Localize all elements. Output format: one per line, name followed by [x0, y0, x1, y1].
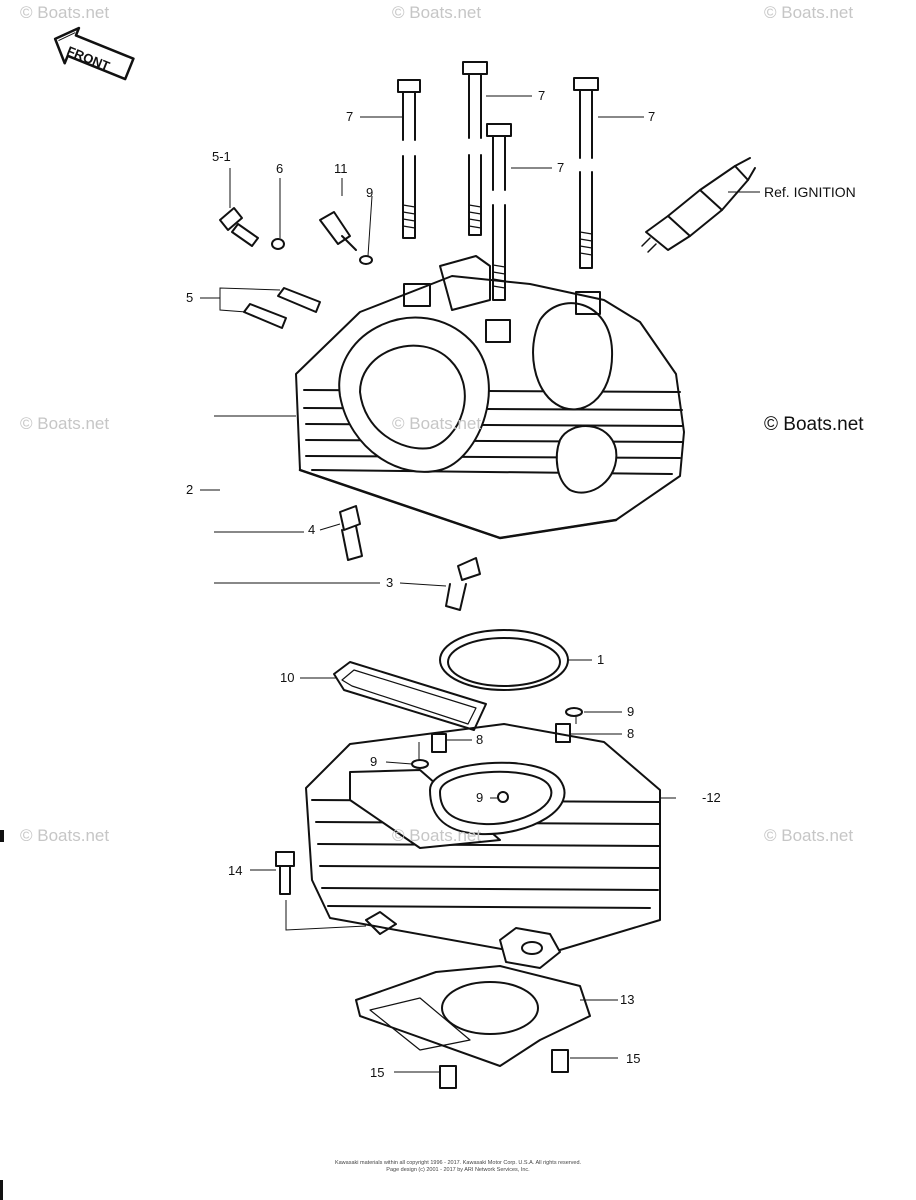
- head-bolt-icon: [573, 77, 599, 269]
- watermark: © Boats.net: [764, 3, 854, 22]
- callout-4: 4: [308, 522, 316, 537]
- callout-8: 8: [627, 726, 635, 741]
- o-ring-icon: [497, 791, 509, 803]
- head-bolt-icon: [486, 123, 512, 301]
- callout-15: 15: [626, 1051, 641, 1066]
- callout-9: 9: [370, 754, 378, 769]
- o-ring-icon: [359, 255, 373, 265]
- o-ring-icon: [411, 759, 429, 769]
- front-arrow-icon: [53, 26, 135, 81]
- leader-lines: [200, 95, 760, 1073]
- dowel-pin-icon: [551, 1049, 569, 1073]
- ref-ignition-label: Ref. IGNITION: [764, 184, 856, 200]
- footer-copyright: Kawasaki materials within all copyright …: [334, 1160, 582, 1166]
- stud-icon: [243, 287, 321, 329]
- gasket-ring-icon: [439, 629, 569, 691]
- callout-7: 7: [346, 109, 354, 124]
- callout-11: 11: [334, 161, 348, 176]
- watermark-dark: © Boats.net: [764, 414, 864, 435]
- watermark: © Boats.net: [20, 414, 110, 433]
- footer-design: Page design (c) 2001 - 2017 by ARI Netwo…: [386, 1167, 530, 1173]
- watermark: © Boats.net: [392, 826, 482, 845]
- gasket-icon: [333, 661, 487, 731]
- head-bolt-icon: [397, 79, 421, 239]
- scan-mark: [0, 1180, 3, 1200]
- callout-9: 9: [366, 185, 374, 200]
- cylinder-head-icon: [295, 255, 685, 540]
- watermark: © Boats.net: [20, 3, 110, 22]
- callout-1: 1: [597, 652, 605, 667]
- callout-10: 10: [280, 670, 295, 685]
- scan-mark: [0, 830, 4, 842]
- head-bolt-icon: [462, 61, 488, 236]
- callout-7: 7: [557, 160, 565, 175]
- callout-12: -12: [702, 790, 721, 805]
- spark-plug-icon: [641, 157, 756, 253]
- callout-9: 9: [627, 704, 635, 719]
- screw-icon: [219, 207, 259, 247]
- callout-6: 6: [276, 161, 284, 176]
- cylinder-bolt-icon: [275, 851, 295, 895]
- o-ring-icon: [565, 707, 583, 717]
- callout-2: 2: [186, 482, 194, 497]
- valve-guide-icon: [445, 557, 481, 611]
- base-gasket-icon: [355, 965, 591, 1067]
- callout-5: 5: [186, 290, 194, 305]
- callout-7: 7: [648, 109, 656, 124]
- fitting-icon: [319, 211, 357, 251]
- callout-8: 8: [476, 732, 484, 747]
- watermark: © Boats.net: [764, 826, 854, 845]
- callout-3: 3: [386, 575, 394, 590]
- callout-5-1: 5-1: [212, 149, 231, 164]
- dowel-pin-icon: [439, 1065, 457, 1089]
- callout-9: 9: [476, 790, 484, 805]
- dowel-pin-icon: [431, 733, 447, 753]
- cylinder-block-icon: [305, 723, 661, 969]
- washer-icon: [271, 238, 285, 250]
- watermark: © Boats.net: [392, 3, 482, 22]
- callout-15: 15: [370, 1065, 385, 1080]
- watermark: © Boats.net: [392, 414, 482, 433]
- watermark: © Boats.net: [20, 826, 110, 845]
- callout-14: 14: [228, 863, 243, 878]
- callout-7: 7: [538, 88, 546, 103]
- valve-guide-icon: [339, 505, 363, 561]
- callout-13: 13: [620, 992, 635, 1007]
